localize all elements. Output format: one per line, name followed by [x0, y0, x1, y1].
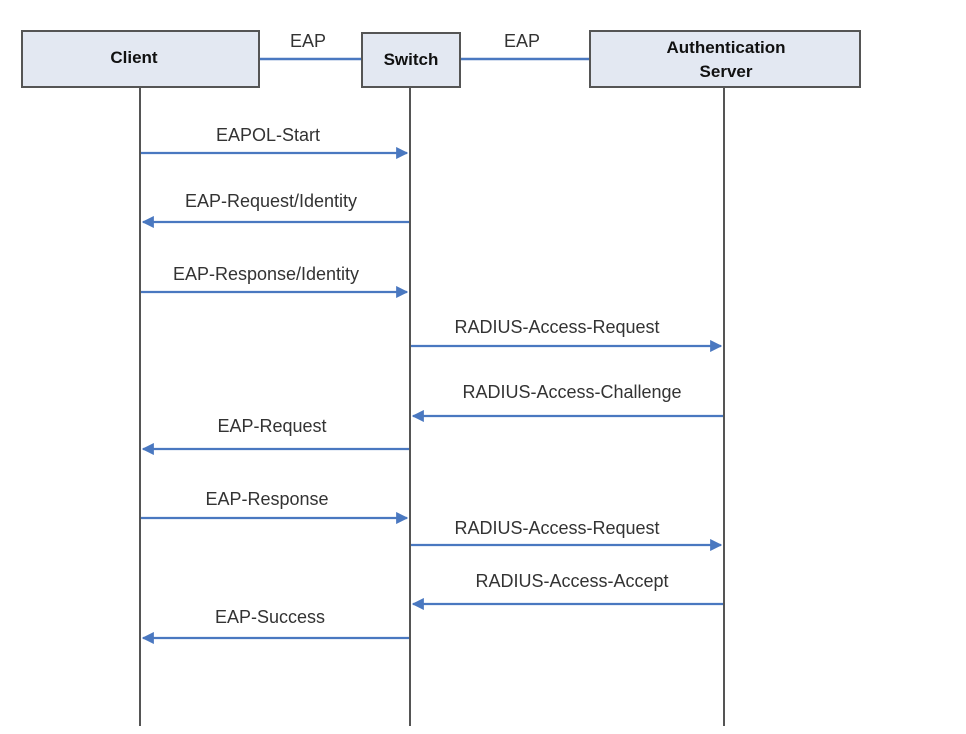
message-label: EAP-Response [205, 489, 328, 509]
switch-box: Switch [361, 32, 461, 88]
message-radius-access-challenge: RADIUS-Access-Challenge [411, 382, 723, 423]
message-eapol-start: EAPOL-Start [141, 125, 409, 160]
message-label: EAP-Request [217, 416, 326, 436]
message-radius-access-request-2: RADIUS-Access-Request [411, 518, 723, 552]
client-switch-link-label: EAP [290, 31, 326, 51]
message-label: EAP-Response/Identity [173, 264, 359, 284]
message-radius-access-accept: RADIUS-Access-Accept [411, 571, 723, 611]
switch-server-link-label: EAP [504, 31, 540, 51]
message-label: RADIUS-Access-Request [454, 317, 659, 337]
client-label: Client [110, 48, 158, 67]
switch-label: Switch [384, 50, 439, 69]
server-label-line-2: Server [700, 62, 753, 81]
message-label: RADIUS-Access-Request [454, 518, 659, 538]
message-radius-access-request-1: RADIUS-Access-Request [411, 317, 723, 353]
message-eap-request-identity: EAP-Request/Identity [141, 191, 409, 229]
message-label: EAP-Success [215, 607, 325, 627]
message-eap-response: EAP-Response [141, 489, 409, 525]
message-label: EAPOL-Start [216, 125, 320, 145]
server-box: Authentication Server [589, 30, 861, 88]
message-label: RADIUS-Access-Challenge [462, 382, 681, 402]
message-eap-request: EAP-Request [141, 416, 409, 456]
client-box: Client [21, 30, 260, 88]
message-eap-success: EAP-Success [141, 607, 409, 645]
message-eap-response-identity: EAP-Response/Identity [141, 264, 409, 299]
message-label: EAP-Request/Identity [185, 191, 357, 211]
message-label: RADIUS-Access-Accept [475, 571, 668, 591]
server-label-line-1: Authentication [667, 38, 786, 57]
